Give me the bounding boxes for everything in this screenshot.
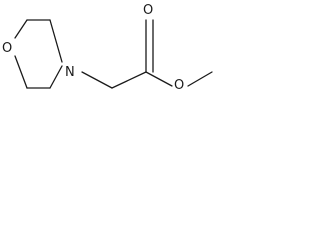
- morpholine-ring: [14, 19, 63, 89]
- atom-label-ring-oxygen: O: [2, 41, 12, 56]
- atom-label-carbonyl-oxygen: O: [143, 3, 153, 18]
- bond-n-c3: [49, 65, 63, 89]
- bond-c4-o: [14, 55, 28, 89]
- bond-o-c1: [14, 19, 28, 39]
- bond-carbonyl-ester-o: [145, 71, 173, 87]
- bond-ch2-carbonyl: [111, 71, 147, 89]
- bond-n-ch2: [81, 71, 113, 89]
- bond-ester-o-methyl: [187, 71, 213, 87]
- chemical-structure-diagram: O N O O: [2, 3, 213, 92]
- atom-label-ring-nitrogen: N: [65, 65, 75, 80]
- ester-side-chain: [81, 19, 213, 89]
- bond-c2-n: [49, 19, 63, 63]
- atom-label-ester-oxygen: O: [174, 78, 184, 92]
